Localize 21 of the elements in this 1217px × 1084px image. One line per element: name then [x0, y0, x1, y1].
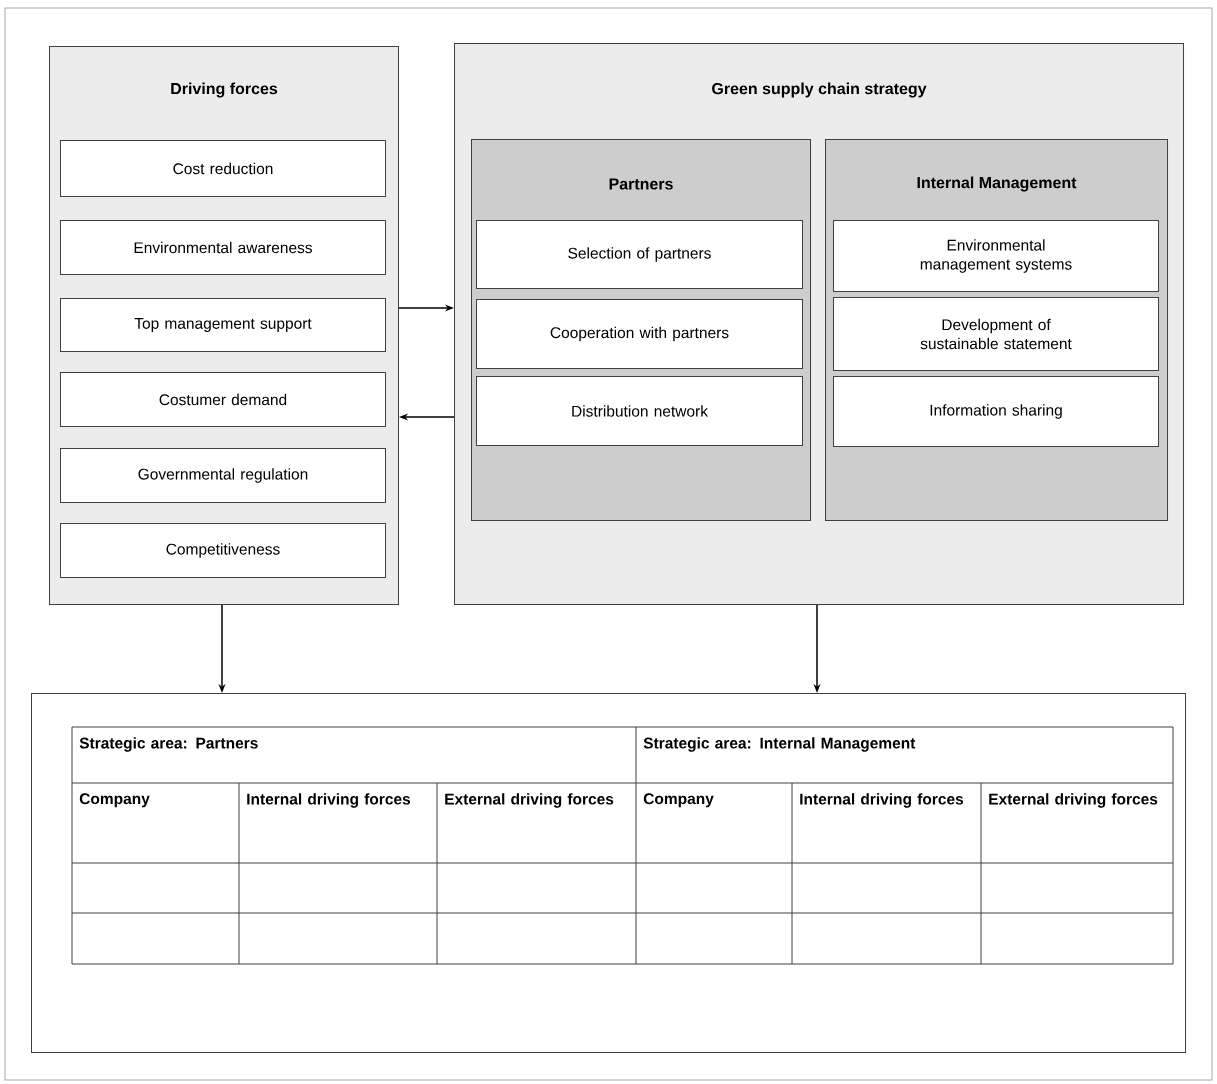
table-header: External driving forces [445, 793, 614, 808]
item-box: Environmental awareness [60, 220, 386, 275]
item-box: Selection of partners [476, 220, 803, 289]
table-frame [31, 693, 1186, 1053]
item-box: Cooperation with partners [476, 299, 803, 369]
item-box: Cost reduction [60, 140, 386, 197]
table-header: Internal driving forces [247, 793, 411, 808]
table-header: Internal driving forces [800, 793, 964, 808]
table-header: Strategic area: Partners [79, 737, 258, 752]
table-header: Strategic area: Internal Management [643, 737, 916, 752]
item-box: Distribution network [476, 376, 803, 446]
table-header: Company [643, 793, 714, 808]
item-box: Top management support [60, 298, 386, 352]
item-box: Environmental management systems [833, 220, 1159, 292]
item-box: Information sharing [833, 376, 1159, 447]
item-box: Development of sustainable statement [833, 297, 1159, 371]
table-header: Company [79, 793, 150, 808]
item-box: Costumer demand [60, 372, 386, 427]
item-box: Competitiveness [60, 523, 386, 578]
item-box: Governmental regulation [60, 448, 386, 503]
table-header: External driving forces [989, 793, 1158, 808]
